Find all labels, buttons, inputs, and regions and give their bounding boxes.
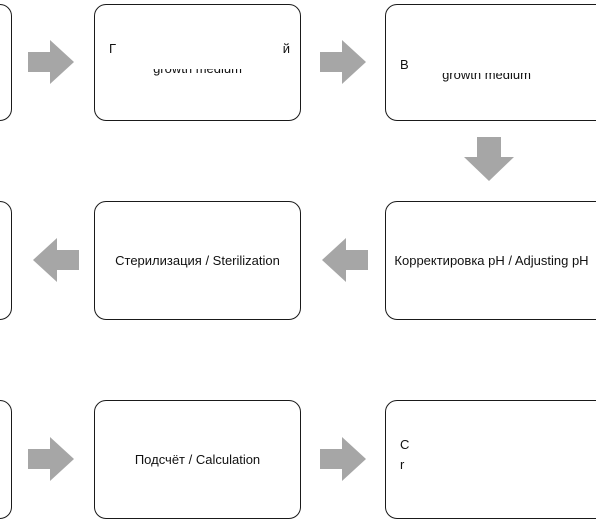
row3-box1 [0,400,12,519]
row2-box3-label: Корректировка pH / Adjusting pH [394,252,589,268]
row1-box3: В growth medium [385,4,596,121]
row1-box3-line1-left: В [400,57,409,72]
row3-box3-line1-left: С [400,437,410,452]
row2-box2-label: Стерилизация / Sterilization [115,252,280,268]
row1-box2-line1-left: Г [109,41,117,56]
row2-box2: Стерилизация / Sterilization [94,201,301,320]
arrow-right-icon [28,437,74,481]
arrow-right-icon [320,40,366,84]
arrow-right-icon [28,40,74,84]
row1-box2: Г й growth medium [94,4,301,121]
row2-box1 [0,201,12,320]
row2-box3: Корректировка pH / Adjusting pH [385,201,596,320]
row1-box3-line2: growth medium [442,73,531,82]
arrow-left-icon [33,238,79,282]
row3-box2-label: Подсчёт / Calculation [134,451,261,467]
arrow-down-icon [464,137,514,181]
row3-box3-line2-left: r [400,457,405,472]
row3-box3: С r [385,400,596,519]
row1-box2-line1-right: й [282,41,290,56]
row3-box2: Подсчёт / Calculation [94,400,301,519]
row1-box1 [0,4,12,121]
arrow-right-icon [320,437,366,481]
row1-box2-line2: growth medium [103,69,292,77]
arrow-left-icon [322,238,368,282]
